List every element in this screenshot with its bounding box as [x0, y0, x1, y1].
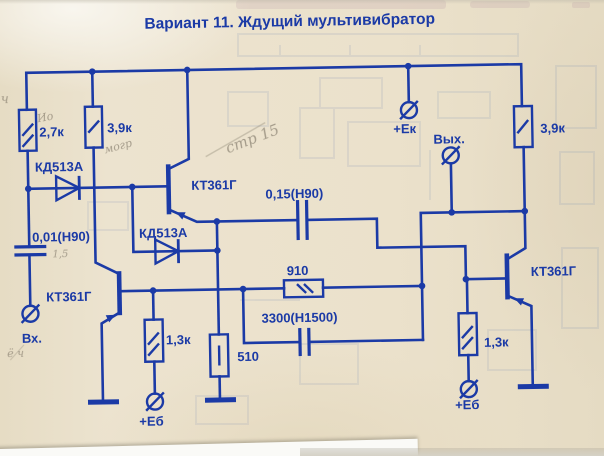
pencil-stroke: [205, 122, 266, 158]
terminal-output-label: Вых.: [433, 131, 465, 147]
transistor-q3-label: КТ361Г: [531, 263, 577, 279]
ground-q3: [517, 383, 549, 390]
resistor-510: [208, 333, 230, 378]
transistor-q2: [165, 164, 186, 220]
wires: [24, 62, 535, 401]
q3-emitter-arrow: [514, 298, 525, 306]
wire-input-lead: [28, 253, 32, 308]
page-title: Вариант 11. Ждущий мультивибратор: [144, 11, 435, 33]
pencil-note-2: Ио: [35, 109, 55, 125]
terminal-output: [441, 145, 461, 166]
terminal-eb-left-label: +Еб: [139, 413, 164, 428]
transistor-q3: [504, 253, 525, 306]
diode-kd513a-1: [54, 174, 82, 203]
terminal-eb-right: [459, 379, 479, 400]
wire-r910-right: [321, 284, 424, 289]
printed-labels: Вариант 11. Ждущий мультивибратор 2,7к 3…: [22, 11, 577, 429]
resistor-3-9k-right-label: 3,9к: [540, 120, 565, 135]
capacitor-0-01: [14, 244, 47, 257]
wire-q3-base: [464, 277, 507, 281]
resistor-3-9k-left: [83, 105, 104, 149]
q2-emitter-arrow: [175, 212, 186, 220]
wire-q1-base-line: [120, 286, 286, 293]
resistor-910: [282, 278, 325, 299]
pencil-note-5: 1,5: [52, 249, 68, 260]
resistor-3-9k-right: [512, 104, 534, 149]
wire-supply-rail: [24, 62, 524, 112]
resistor-3-9k-left-label: 3,9к: [107, 120, 132, 135]
resistor-1-3k-left-label: 1,3к: [166, 332, 191, 347]
paper-bleedthrough: [87, 33, 599, 425]
transistors: [105, 164, 525, 323]
wire-r13kL-top: [151, 289, 155, 321]
scan-top-edge: [0, 0, 604, 4]
ground-r510: [204, 397, 237, 403]
terminal-eb-left: [145, 391, 165, 412]
pencil-stroke-2: [9, 344, 25, 361]
wire-q3-collector: [506, 145, 527, 261]
wire-q1-emitter: [100, 311, 121, 401]
transistor-q2-label: КТ361Г: [191, 177, 237, 193]
ground-q1: [87, 399, 120, 405]
resistor-1-3k-right: [457, 311, 479, 357]
wire-q3-emitter: [507, 294, 535, 386]
transistor-q1: [105, 271, 123, 323]
wire-r13kR-top: [465, 277, 469, 315]
terminal-input-label: Вх.: [22, 331, 42, 346]
resistor-510-label: 510: [237, 349, 259, 364]
wire-node-a: [26, 149, 31, 249]
terminal-ek-label: +Ек: [393, 121, 417, 136]
wire-q2-base: [130, 185, 168, 189]
terminals: [20, 100, 479, 412]
wire-c015-to-q3base: [305, 217, 468, 281]
resistors: [17, 104, 534, 378]
q1-emitter-arrow: [105, 314, 116, 323]
resistor-2-7k: [17, 108, 38, 153]
resistor-1-3k-left: [143, 318, 165, 363]
wire-crosscouple: [419, 209, 527, 342]
wire-d2-branch: [130, 185, 219, 254]
resistor-1-3k-right-label: 1,3к: [484, 334, 509, 349]
wire-ek-lead: [406, 64, 411, 104]
capacitor-0-15-label: 0,15(Н90): [265, 186, 323, 202]
terminal-eb-right-label: +Еб: [455, 397, 480, 412]
diodes: [54, 174, 181, 266]
wire-q2-collector: [168, 68, 191, 171]
wire-output-lead: [449, 162, 454, 214]
diode-kd513a-2: [153, 237, 181, 266]
diode-1-label: КД513А: [35, 159, 84, 175]
pencil-note-1: ч: [1, 92, 9, 107]
capacitor-0-01-label: 0,01(Н90): [32, 229, 90, 245]
wire-q1-collector: [92, 146, 120, 275]
diode-2-label: КД513А: [139, 225, 188, 241]
wire-c3300-left: [241, 287, 302, 345]
capacitor-0-15: [295, 199, 309, 241]
pencil-note-6: ё ч: [7, 347, 24, 360]
wire-q2-emitter: [168, 208, 300, 224]
resistor-2-7k-label: 2,7к: [39, 124, 64, 139]
scan-bottom-edge: [300, 448, 604, 456]
wire-r13kL-bottom: [152, 360, 157, 395]
capacitors: [14, 199, 311, 357]
wire-c3300-right: [307, 338, 425, 344]
capacitor-3300-label: 3300(Н1500): [261, 309, 337, 325]
wire-emitter-followthrough: [215, 220, 221, 336]
transistor-q1-label: КТ361Г: [46, 289, 92, 305]
pencil-note-3: могр: [103, 136, 134, 156]
terminal-ek: [399, 100, 419, 121]
terminal-input: [20, 303, 41, 324]
wire-r39kL-top: [90, 70, 95, 108]
junction-dots: [24, 62, 529, 294]
ground-symbols: [87, 383, 549, 405]
resistor-910-label: 910: [287, 263, 309, 278]
capacitor-3300: [298, 327, 311, 357]
